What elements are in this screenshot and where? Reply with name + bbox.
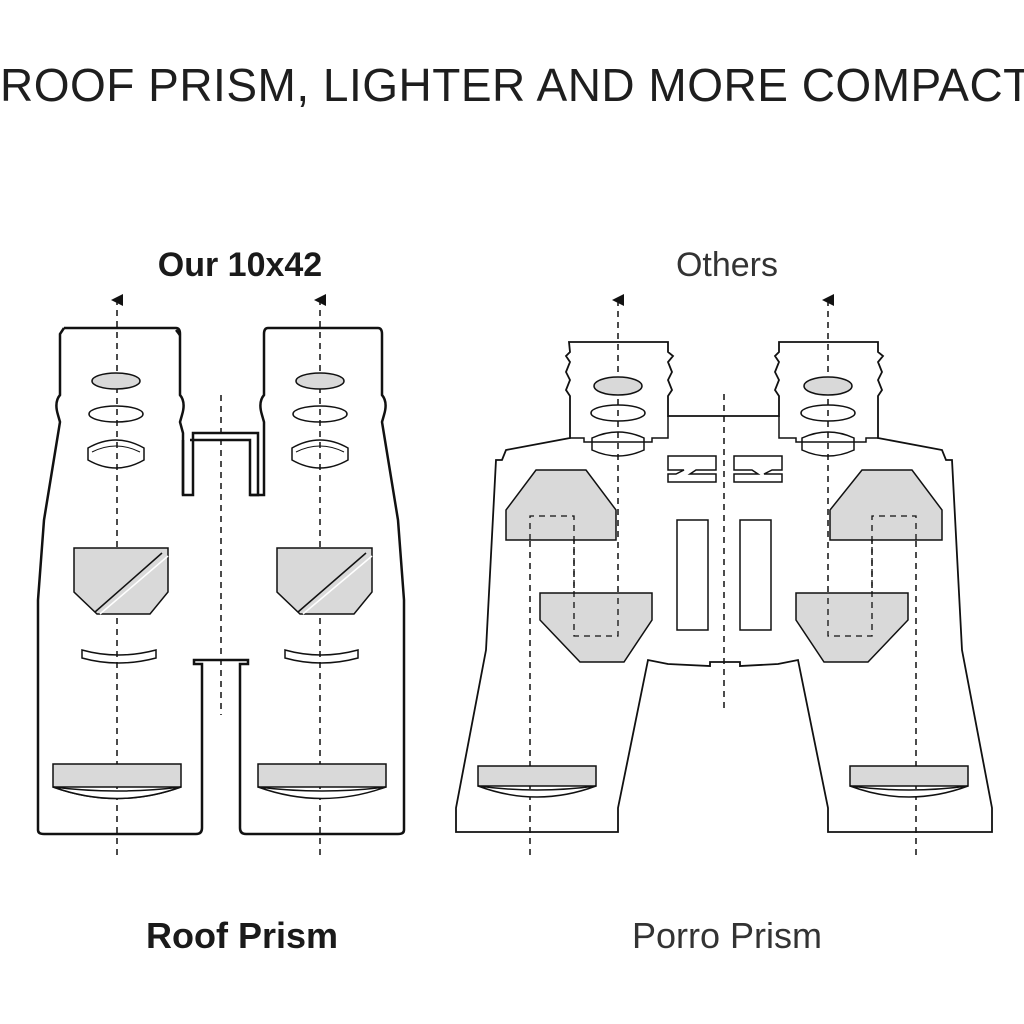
roof-left-barrel — [64, 326, 260, 497]
page-title: ROOF PRISM, LIGHTER AND MORE COMPACT — [0, 59, 1024, 111]
porro-prism-binocular — [455, 294, 993, 855]
roof-left-prism — [73, 547, 169, 615]
roof-prism-bottom-label: Roof Prism — [145, 915, 339, 956]
roof-right-prism — [276, 547, 373, 615]
porro-prism-top-label: Others — [675, 246, 779, 284]
porro-right-upper-prism — [829, 469, 943, 541]
roof-prism-top-label: Our 10x42 — [157, 246, 323, 284]
porro-right-lower-prism — [795, 592, 909, 663]
porro-left-lower-prism — [539, 592, 653, 663]
roof-prism-binocular — [36, 294, 406, 855]
porro-left-upper-prism — [505, 469, 617, 541]
porro-prism-bottom-label: Porro Prism — [631, 915, 823, 956]
